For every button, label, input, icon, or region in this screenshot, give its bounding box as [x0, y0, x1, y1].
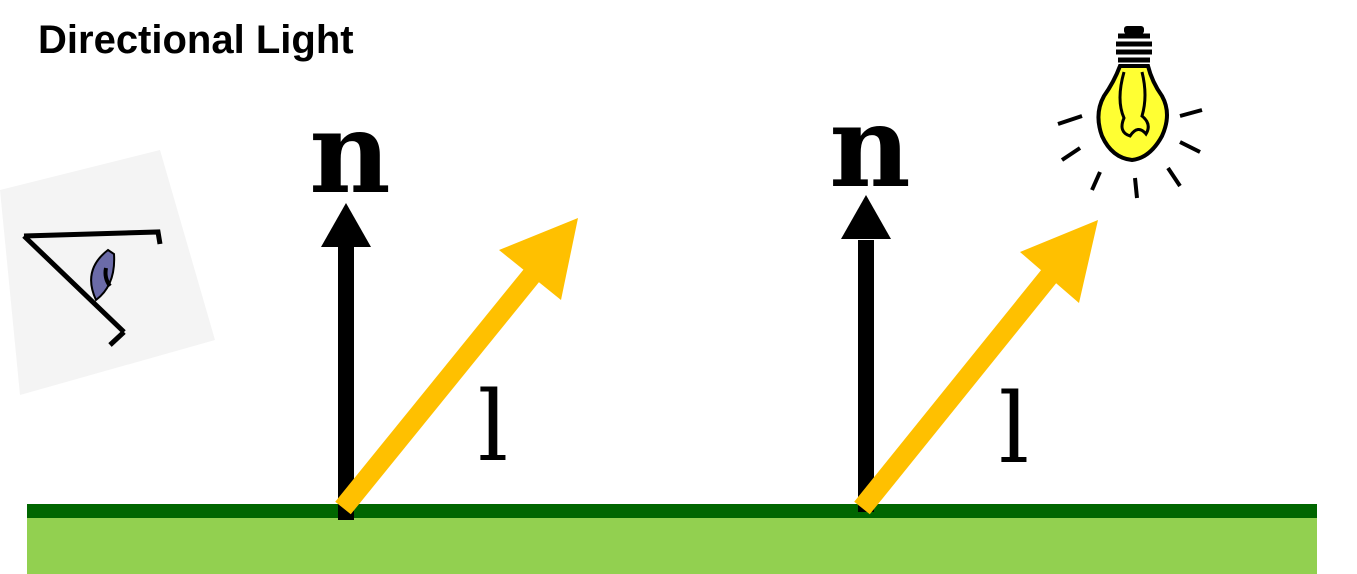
- light-arrow-left: [335, 218, 578, 515]
- light-label-right: l: [999, 373, 1030, 485]
- eye-icon: [0, 150, 215, 395]
- normal-label-left: n: [309, 88, 390, 219]
- ground-line: [27, 504, 1317, 518]
- diagram-title: Directional Light: [38, 18, 354, 62]
- light-label-left: l: [478, 371, 509, 483]
- normal-arrow-right: [841, 195, 891, 512]
- normal-arrow-left: [321, 203, 371, 520]
- ground: [27, 504, 1317, 574]
- light-arrow-right: [854, 220, 1098, 515]
- normal-label-right: n: [829, 82, 910, 213]
- light-bulb-icon: [1057, 26, 1203, 199]
- ground-surface: [27, 512, 1317, 574]
